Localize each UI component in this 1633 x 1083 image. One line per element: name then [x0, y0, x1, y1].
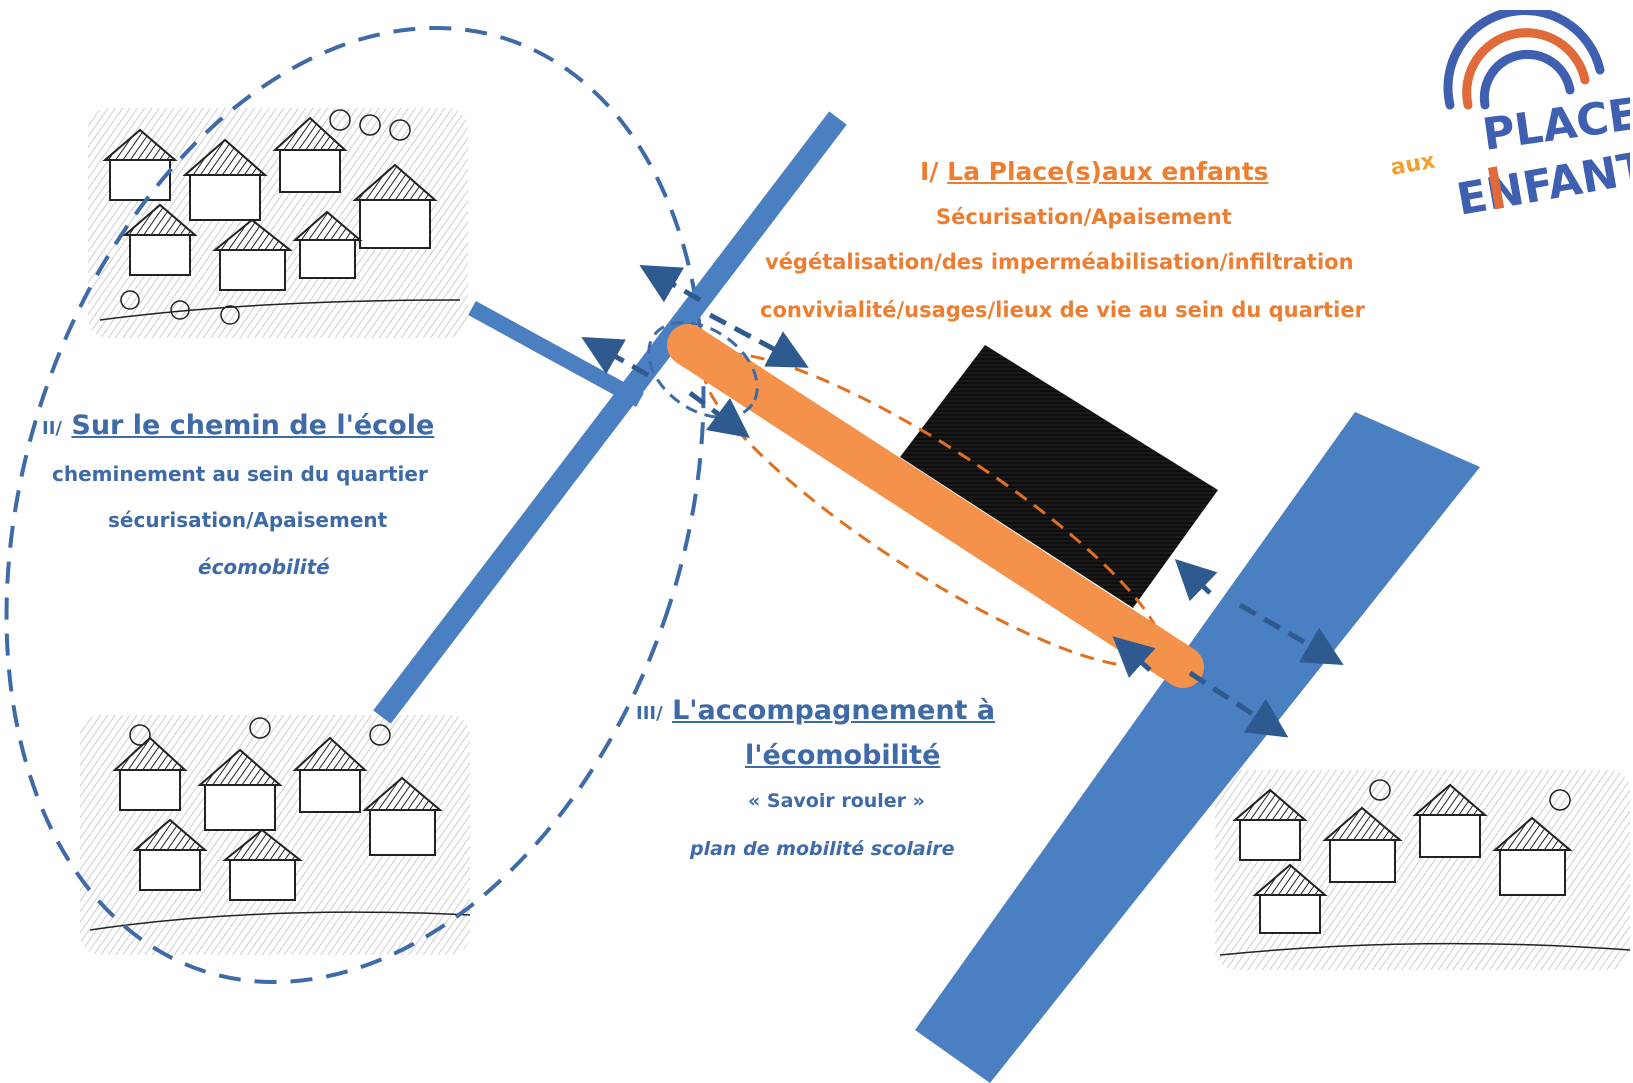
- arrow-east-lower: [1188, 670, 1289, 738]
- school-street: [667, 324, 1204, 688]
- section1-prefix: I/: [920, 157, 939, 186]
- section3-line: « Savoir rouler »: [748, 790, 925, 812]
- path-to-school-zone: [4, 25, 706, 985]
- arrow-east-upper: [1238, 602, 1344, 666]
- mobility-arrows: [581, 265, 1344, 738]
- neighborhood-illustration-top-left: [88, 108, 468, 338]
- neighborhood-illustration-bottom-left: [80, 715, 471, 955]
- logo-arcs: [1443, 10, 1605, 110]
- section3-title-line1: L'accompagnement à: [672, 695, 996, 726]
- section2-line-1: cheminement au sein du quartier: [52, 462, 428, 486]
- crossing-zone: [647, 320, 759, 420]
- section1-line-3: convivialité/usages/lieux de vie au sein…: [760, 298, 1365, 322]
- section1-heading: I/ La Place(s)aux enfants: [920, 157, 1269, 186]
- section1-line-2: végétalisation/des imperméabilisation/in…: [765, 250, 1354, 274]
- road-main: [915, 412, 1480, 1083]
- arrow-left-upper: [639, 265, 702, 303]
- section2-line-2: sécurisation/Apaisement: [108, 508, 388, 532]
- arrow-right-lower: [688, 391, 750, 438]
- arrow-right-upper: [708, 312, 809, 368]
- section1-title: La Place(s)aux enfants: [947, 157, 1269, 186]
- svg-text:aux: aux: [1389, 149, 1437, 181]
- section3-heading: III/ L'accompagnement à: [636, 695, 995, 726]
- arrow-left-lower: [581, 337, 650, 378]
- section2-italic-line: écomobilité: [198, 555, 330, 579]
- school-building: [900, 345, 1218, 608]
- road-secondary: [373, 111, 847, 724]
- section3-title-line2: l'écomobilité: [745, 740, 941, 771]
- section1-line-1: Sécurisation/Apaisement: [936, 205, 1232, 229]
- section2-title: Sur le chemin de l'école: [71, 410, 435, 441]
- road-branch: [468, 300, 644, 408]
- neighborhood-illustration-bottom-right: [1215, 770, 1631, 970]
- section2-heading: II/ Sur le chemin de l'école: [42, 410, 434, 441]
- section3-italic-line: plan de mobilité scolaire: [690, 838, 955, 860]
- section2-prefix: II/: [42, 418, 62, 439]
- section3-prefix: III/: [636, 703, 663, 724]
- arrow-street: [1112, 636, 1156, 678]
- places-aux-enfants-logo: PLACE(S) aux ENFANTS: [1389, 10, 1630, 226]
- arrow-school-upper: [1174, 559, 1218, 602]
